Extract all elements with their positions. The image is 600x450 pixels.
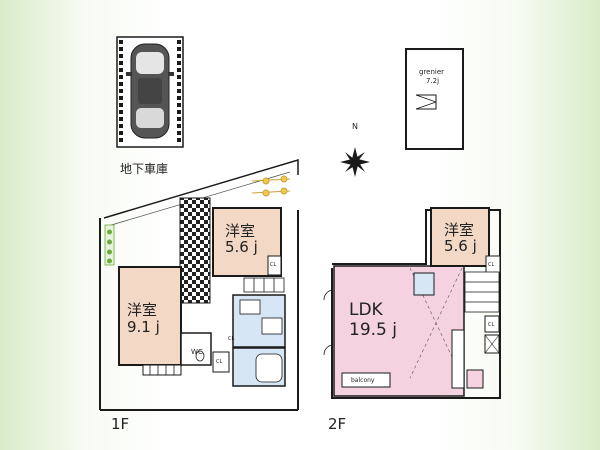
toilet-icon bbox=[195, 350, 205, 362]
stairs-2f bbox=[464, 271, 500, 313]
compass-icon bbox=[340, 147, 370, 177]
garage-label: 地下車庫 bbox=[120, 162, 169, 176]
ldk-name: LDK bbox=[349, 300, 383, 320]
closet-label: CL bbox=[216, 359, 223, 365]
compass-north-label: N bbox=[352, 122, 358, 131]
balcony-label: balcony bbox=[351, 377, 375, 384]
room-2f bbox=[430, 207, 490, 267]
ldk-size: 19.5 j bbox=[349, 320, 397, 340]
closet-label: CL bbox=[488, 322, 495, 328]
plant-icon bbox=[107, 258, 112, 264]
closet-label: CL bbox=[488, 262, 495, 268]
underground-garage bbox=[116, 36, 184, 148]
grenier-name: grenier bbox=[419, 68, 445, 76]
car-icon bbox=[126, 43, 174, 139]
room-north-size: 5.6 j bbox=[225, 238, 258, 256]
grenier-attic bbox=[405, 48, 464, 150]
floor-1f bbox=[99, 158, 299, 411]
stairs-1f bbox=[243, 277, 285, 293]
floor-label-1f: 1F bbox=[111, 415, 130, 433]
room-west-size: 9.1 j bbox=[127, 318, 160, 336]
plant-icon bbox=[107, 229, 112, 235]
wc-label: WC bbox=[191, 348, 203, 356]
room-north-name: 洋室 bbox=[225, 222, 256, 240]
bathtub-icon bbox=[255, 353, 283, 383]
tree-icon bbox=[251, 175, 291, 197]
grenier-size: 7.2j bbox=[426, 77, 440, 85]
room-west-name: 洋室 bbox=[127, 301, 158, 319]
closet-label: CL bbox=[228, 336, 235, 342]
balcony bbox=[341, 372, 391, 388]
room-2f-name: 洋室 bbox=[444, 221, 475, 239]
floor-label-2f: 2F bbox=[328, 415, 347, 433]
closet-label: CL bbox=[270, 262, 277, 268]
plant-icon bbox=[107, 249, 112, 255]
wc-1f bbox=[180, 332, 212, 366]
room-2f-size: 5.6 j bbox=[444, 237, 477, 255]
floor-2f bbox=[323, 207, 501, 399]
kitchen-counter bbox=[451, 329, 465, 389]
plant-icon bbox=[107, 239, 112, 245]
